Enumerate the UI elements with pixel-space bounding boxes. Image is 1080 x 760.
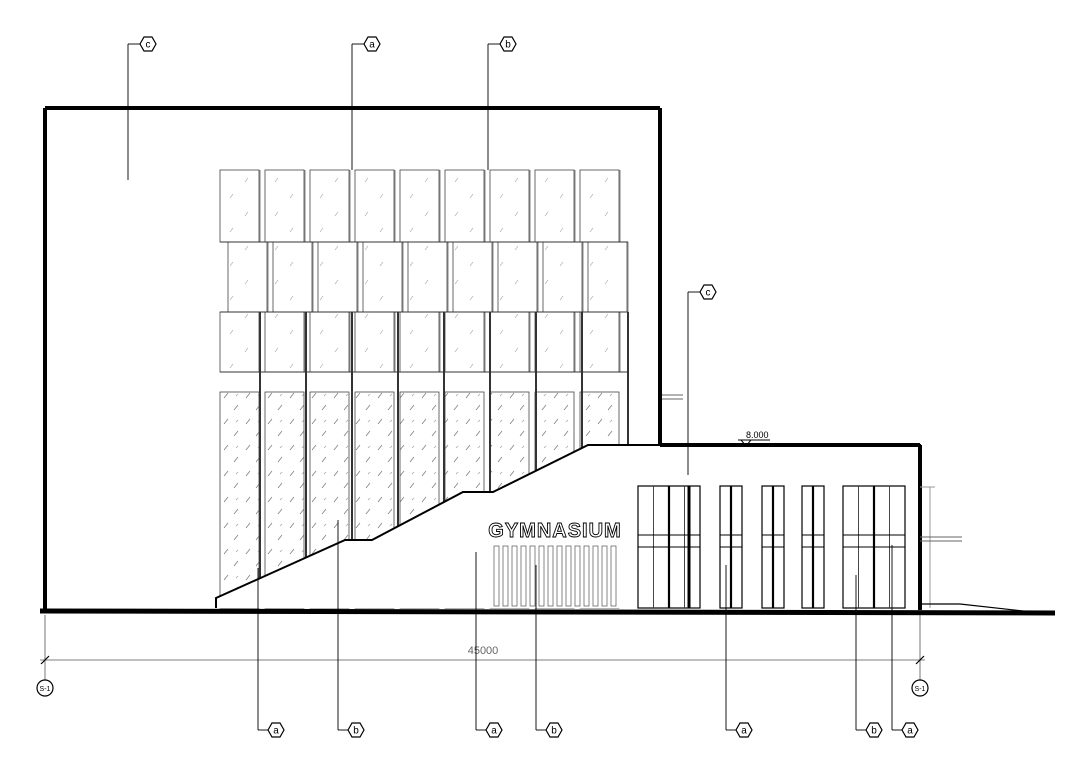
callout-letter: a: [491, 726, 497, 737]
facade-panel-texture: [590, 244, 620, 310]
louvre-fin: [520, 545, 527, 607]
facade-panel-texture: [582, 172, 612, 240]
callout-letter: a: [741, 726, 747, 737]
facade-panel-texture: [312, 172, 342, 240]
facade-panel-texture: [365, 244, 395, 310]
entrance-louvres: [493, 545, 617, 607]
callout-top-a: a: [363, 36, 381, 52]
facade-panel-texture: [312, 314, 342, 370]
facade-panel-texture: [357, 172, 387, 240]
lower-facade-panel: [219, 391, 260, 609]
axis-marker-right: S-1: [911, 668, 929, 697]
low-block: [215, 443, 922, 610]
callout-letter: b: [505, 40, 511, 51]
window-group: [761, 485, 785, 609]
callout-letter: c: [706, 288, 711, 299]
callout-letter: a: [273, 726, 279, 737]
callout-bottom-b: b: [865, 722, 883, 738]
callout-bottom-a: a: [267, 722, 285, 738]
callout-letter: b: [871, 726, 877, 737]
louvre-fin: [547, 545, 554, 607]
facade-panel-texture: [455, 244, 485, 310]
facade-panel-texture: [267, 314, 297, 370]
facade-panel-texture: [492, 172, 522, 240]
window-group: [637, 485, 701, 609]
ground-line: [39, 608, 1056, 616]
window-group: [842, 485, 906, 609]
gymnasium-sign: GYMNASIUM: [488, 520, 621, 542]
facade-panel-texture: [447, 172, 477, 240]
louvre-fin: [592, 545, 599, 607]
facade-panel-texture: [275, 244, 305, 310]
facade-panel-texture: [447, 314, 477, 370]
callout-bottom-b: b: [347, 722, 365, 738]
axis-label-left: S-1: [40, 686, 51, 693]
facade-panel-texture: [582, 314, 612, 370]
callout-letter: c: [146, 40, 151, 51]
louvre-fin: [511, 545, 518, 607]
louvre-fin: [538, 545, 545, 607]
facade-panel-texture: [230, 244, 260, 310]
main-block: [43, 106, 662, 610]
facade-panel-texture: [402, 314, 432, 370]
callouts-top: c a b c: [127, 36, 717, 475]
window-group: [801, 485, 825, 609]
facade-panel-texture: [545, 244, 575, 310]
louvre-fin: [610, 545, 617, 607]
window-group: [719, 485, 743, 609]
callout-letter: b: [353, 726, 359, 737]
callout-letter: a: [907, 726, 913, 737]
facade-panel-texture: [492, 314, 522, 370]
callout-top-c: c: [139, 36, 157, 52]
facade-panel-texture: [500, 244, 530, 310]
callout-bottom-b: b: [545, 722, 563, 738]
facade-panel-texture: [267, 172, 297, 240]
louvre-fin: [601, 545, 608, 607]
facade-panel-texture: [410, 244, 440, 310]
level-label: 8.000: [746, 430, 769, 440]
facade-panel-texture: [357, 314, 387, 370]
facade-panel-texture: [537, 314, 567, 370]
window-groups: [637, 485, 906, 609]
callout-letter: b: [551, 726, 557, 737]
facade-panel-texture: [537, 172, 567, 240]
axis-marker-left: S-1: [36, 668, 54, 697]
louvre-fin: [529, 545, 536, 607]
callout-letter: a: [369, 40, 375, 51]
louvre-fin: [493, 545, 500, 607]
facade-panel-texture: [402, 172, 432, 240]
callout-bottom-a: a: [735, 722, 753, 738]
facade-panel-texture: [320, 244, 350, 310]
louvre-fin: [502, 545, 509, 607]
louvre-fin: [556, 545, 563, 607]
callout-bottom-a: a: [485, 722, 503, 738]
axis-label-right: S-1: [915, 686, 926, 693]
dimension-label: 45000: [468, 645, 499, 657]
facade-panel-texture: [222, 172, 252, 240]
dimension-line: 45000: [40, 615, 925, 668]
callout-bottom-a: a: [901, 722, 919, 738]
louvre-fin: [583, 545, 590, 607]
facade-panel-texture: [222, 314, 252, 370]
louvre-fin: [565, 545, 572, 607]
louvre-fin: [574, 545, 581, 607]
level-marker: 8.000: [738, 430, 770, 447]
callout-top-c: c: [699, 284, 717, 300]
callout-top-b: b: [499, 36, 517, 52]
